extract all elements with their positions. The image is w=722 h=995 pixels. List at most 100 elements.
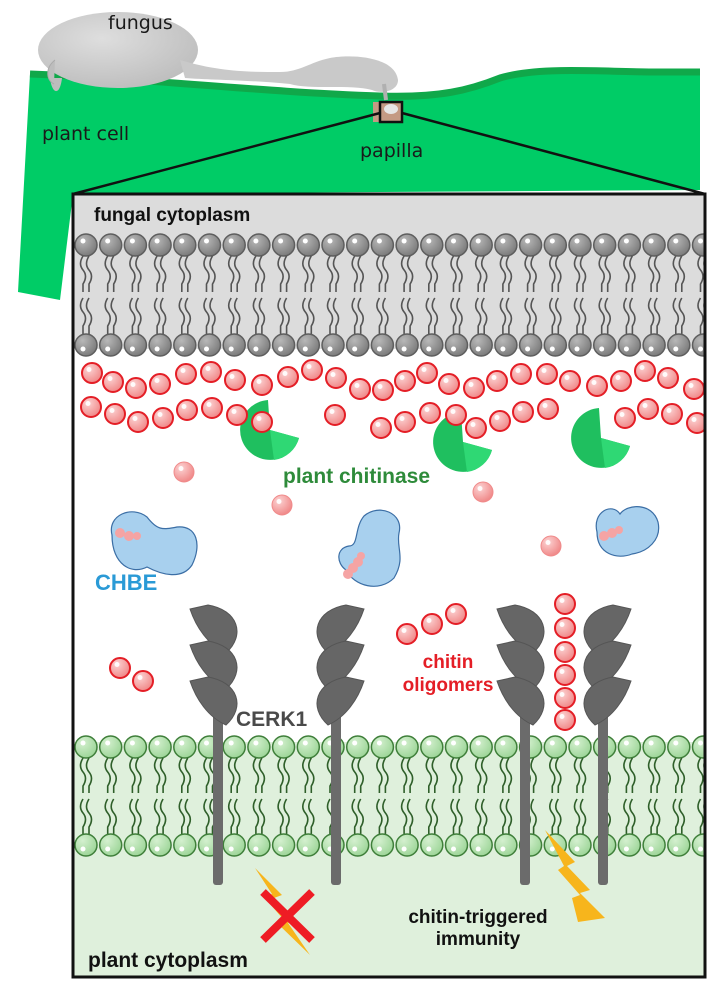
lipid-head <box>98 333 123 357</box>
lipid-head <box>642 233 666 257</box>
lipid-tail <box>382 757 389 793</box>
chitin-chains <box>80 359 705 731</box>
lipid-head <box>247 833 271 857</box>
lipid-tail <box>110 798 117 834</box>
lipid-head <box>370 833 395 857</box>
lipid <box>420 735 444 857</box>
lipid-head <box>617 233 642 257</box>
lipid-tail <box>178 798 186 834</box>
lipid-head <box>148 233 172 257</box>
lipid-head <box>74 735 98 759</box>
lipid-tail <box>178 297 186 334</box>
lipid-tail <box>530 757 537 793</box>
lipid-tail <box>159 255 167 292</box>
lipid-tail <box>505 757 513 793</box>
lipid-tail <box>499 255 507 292</box>
chitin-monomer <box>537 398 559 420</box>
lipid-head <box>444 233 469 257</box>
lipid-tail <box>549 255 556 292</box>
lipid-tail <box>258 255 266 292</box>
chitin-monomer <box>512 401 534 423</box>
lipid-tail <box>549 297 556 334</box>
lipid-tail <box>184 798 192 834</box>
lipid <box>568 233 592 357</box>
chitinase-enzyme <box>571 408 630 468</box>
lipid-tail <box>252 757 260 793</box>
chitin-monomer <box>325 367 347 389</box>
receptor-stalk <box>331 690 341 885</box>
lipid-head <box>518 233 543 257</box>
lipid-head <box>271 833 296 857</box>
chbe-label: CHBE <box>95 570 158 595</box>
lipid-head <box>271 333 296 357</box>
lipid-tail <box>104 255 111 292</box>
lipid-tail <box>425 757 433 793</box>
lipid-tail <box>85 297 93 334</box>
lipid-tail <box>697 255 704 292</box>
lipid <box>173 735 197 857</box>
lipid <box>469 233 493 357</box>
lipid-head <box>370 333 395 357</box>
lipid <box>123 735 148 857</box>
lipid-tail <box>653 297 661 334</box>
lipid-tail <box>227 297 235 334</box>
lipid-tail <box>573 255 581 292</box>
lipid-tail <box>153 798 161 834</box>
lipid-tail <box>425 297 433 334</box>
blocked-signal <box>255 868 315 955</box>
chitin-triggered-immunity-label: chitin-triggered immunity <box>378 907 578 951</box>
lipid-head <box>444 833 469 857</box>
lipid-head <box>345 833 370 857</box>
lipid-head <box>469 333 493 357</box>
lipid-head <box>123 333 148 357</box>
lipid-tail <box>623 255 630 292</box>
lipid-tail <box>400 757 408 793</box>
lipid-head <box>444 333 469 357</box>
lipid-tail <box>579 757 587 793</box>
lipid-tail <box>79 798 87 834</box>
lipid-tail <box>474 757 482 793</box>
lipid-tail <box>499 757 507 793</box>
zoom-region-box <box>378 100 404 124</box>
lipid-tail <box>549 757 556 793</box>
lipid-head <box>247 333 271 357</box>
lipid-head <box>173 333 197 357</box>
lipid-tail <box>480 798 488 834</box>
lipid-tail <box>697 297 704 334</box>
lipid-tail <box>258 297 266 334</box>
lipid-tail <box>302 757 309 793</box>
chitin-monomer <box>173 461 195 483</box>
lipid-tail <box>308 798 315 834</box>
lipid-tail <box>555 757 562 793</box>
chitin-monomer <box>251 374 273 396</box>
lipid-tail <box>153 297 161 334</box>
lipid <box>148 233 172 357</box>
chitin-monomer <box>463 377 485 399</box>
lipid-tail <box>678 798 686 834</box>
lipid-tail <box>672 798 680 834</box>
chitin-monomer <box>686 412 705 434</box>
lipid-tail <box>184 255 192 292</box>
lipid-tail <box>530 798 537 834</box>
lipid-tail <box>400 798 408 834</box>
lipid <box>321 233 345 357</box>
lipid-tail <box>406 798 414 834</box>
immunity-label-line2: immunity <box>435 928 521 950</box>
receptor-stalk <box>520 690 530 885</box>
chitin-monomer <box>465 417 487 439</box>
lipid-tail <box>697 757 704 793</box>
lipid-tail <box>647 255 655 292</box>
lipid-tail <box>79 255 87 292</box>
lipid <box>642 233 666 357</box>
lipid-tail <box>474 297 482 334</box>
lipid-head <box>494 735 518 759</box>
lipid-tail <box>598 297 605 334</box>
chitin-monomer <box>486 370 508 392</box>
lipid <box>98 735 123 857</box>
lipid <box>271 233 296 357</box>
lipid-tail <box>178 255 186 292</box>
lysm-domain <box>583 676 632 726</box>
cerk1-label: CERK1 <box>236 708 308 731</box>
chbe-protein <box>595 506 660 557</box>
chitin-monomer <box>554 617 576 639</box>
